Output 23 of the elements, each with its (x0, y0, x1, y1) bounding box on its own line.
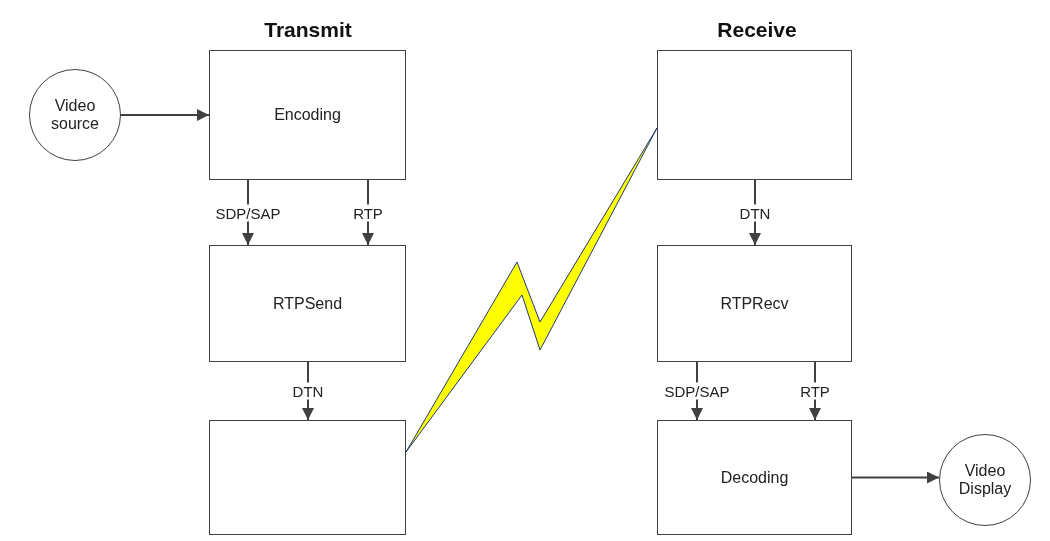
arrow (120, 109, 210, 121)
process-box (657, 245, 852, 362)
node-label: Video Display (957, 462, 1013, 498)
process-box (657, 420, 852, 535)
node-label: Decoding (719, 468, 790, 487)
process-box (209, 50, 406, 180)
node-label: Video source (50, 97, 100, 133)
node-label: RTPRecv (719, 294, 790, 313)
column-heading: Transmit (264, 18, 352, 42)
edge-label: DTN (290, 382, 326, 400)
edge-label: SDP/SAP (213, 204, 283, 221)
edge-label: SDP/SAP (662, 382, 732, 400)
process-box (209, 420, 406, 535)
edge-label: DTN (737, 204, 773, 221)
arrow (851, 471, 940, 484)
node-label: RTPSend (271, 294, 344, 313)
column-heading: Receive (717, 18, 797, 42)
process-box (657, 50, 852, 180)
edge-label: RTP (351, 204, 385, 221)
edge-label: RTP (798, 382, 832, 400)
lightning-link (405, 127, 658, 453)
process-box (209, 245, 406, 362)
node-label: Encoding (273, 106, 342, 124)
